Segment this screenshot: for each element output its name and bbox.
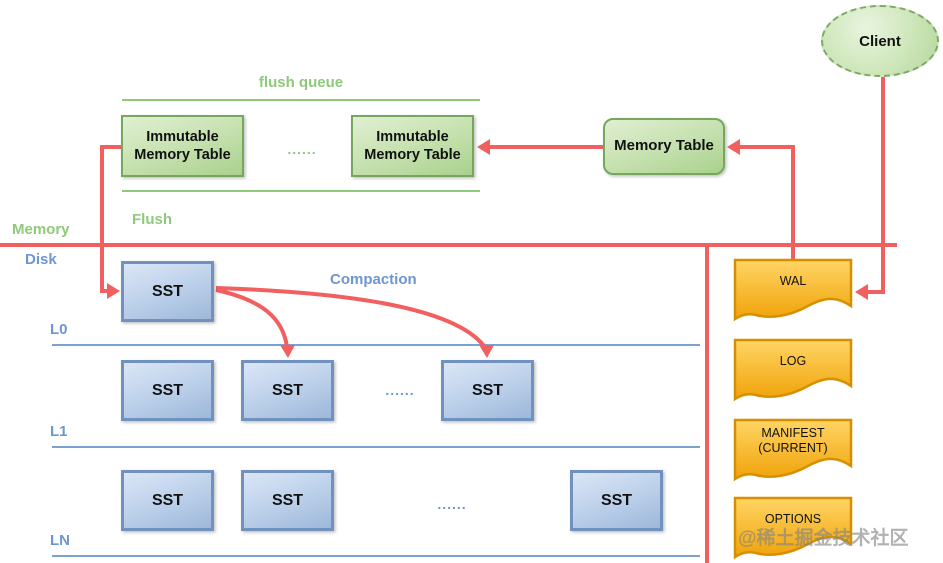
memory-section-label: Memory xyxy=(12,221,70,238)
doc-manifest: MANIFEST (CURRENT) xyxy=(733,418,853,482)
l1-ellipsis: ...... xyxy=(385,382,415,398)
flush-queue-ellipsis: ...... xyxy=(287,141,317,157)
sst-label: SST xyxy=(600,491,633,509)
sst-l1-1: SST xyxy=(121,360,214,421)
watermark: @稀土掘金技术社区 xyxy=(738,528,909,549)
sst-ln-2: SST xyxy=(241,470,334,531)
client-ellipse: Client xyxy=(821,5,939,77)
level-l0-label: L0 xyxy=(50,321,68,338)
sst-ln-3: SST xyxy=(570,470,663,531)
sst-label: SST xyxy=(151,491,184,509)
doc-manifest-label: MANIFEST (CURRENT) xyxy=(758,426,828,455)
arrow-flush-to-sst-line xyxy=(100,145,121,293)
compaction-arrow-2-line xyxy=(215,286,486,348)
disk-section-label: Disk xyxy=(25,251,57,268)
level-l1-label: L1 xyxy=(50,423,68,440)
arrow-client-to-wal-line xyxy=(862,76,885,294)
compaction-arrow-1-line xyxy=(215,288,289,348)
sst-l1-2: SST xyxy=(241,360,334,421)
doc-log-label: LOG xyxy=(779,353,807,368)
compaction-arrow-2-head xyxy=(479,345,494,358)
doc-wal-label: WAL xyxy=(779,273,807,288)
compaction-label: Compaction xyxy=(330,271,417,288)
flush-queue-label: flush queue xyxy=(258,74,344,91)
immutable-memory-table-1-label: Immutable Memory Table xyxy=(134,128,231,163)
client-label: Client xyxy=(859,32,901,50)
arrow-write-to-memory-table-line xyxy=(734,145,795,260)
compaction-arrow-1-head xyxy=(280,345,295,358)
sst-label: SST xyxy=(151,381,184,399)
sst-label: SST xyxy=(271,491,304,509)
doc-options-label: OPTIONS xyxy=(764,511,822,526)
doc-wal: WAL xyxy=(733,258,853,322)
arrow-write-to-memory-table-head xyxy=(727,139,740,155)
arrow-client-to-wal-head xyxy=(855,284,868,300)
flush-label: Flush xyxy=(132,211,172,228)
arrow-flush-to-sst-head xyxy=(107,283,120,299)
sst-label: SST xyxy=(271,381,304,399)
ln-ellipsis: ...... xyxy=(437,496,467,512)
document-shape-icon xyxy=(733,418,853,482)
level-ln-label: LN xyxy=(50,532,70,549)
document-shape-icon xyxy=(733,338,853,402)
immutable-memory-table-2-label: Immutable Memory Table xyxy=(364,128,461,163)
memory-table: Memory Table xyxy=(603,118,725,175)
document-shape-icon xyxy=(733,496,853,560)
immutable-memory-table-2: Immutable Memory Table xyxy=(351,115,474,177)
memory-table-label: Memory Table xyxy=(614,137,714,155)
immutable-memory-table-1: Immutable Memory Table xyxy=(121,115,244,177)
sst-label: SST xyxy=(151,282,184,300)
sst-l0-1: SST xyxy=(121,261,214,322)
sst-label: SST xyxy=(471,381,504,399)
sst-ln-1: SST xyxy=(121,470,214,531)
doc-log: LOG xyxy=(733,338,853,402)
doc-options: OPTIONS xyxy=(733,496,853,560)
document-shape-icon xyxy=(733,258,853,322)
sst-l1-3: SST xyxy=(441,360,534,421)
arrow-memory-table-to-immutable-head xyxy=(477,139,490,155)
